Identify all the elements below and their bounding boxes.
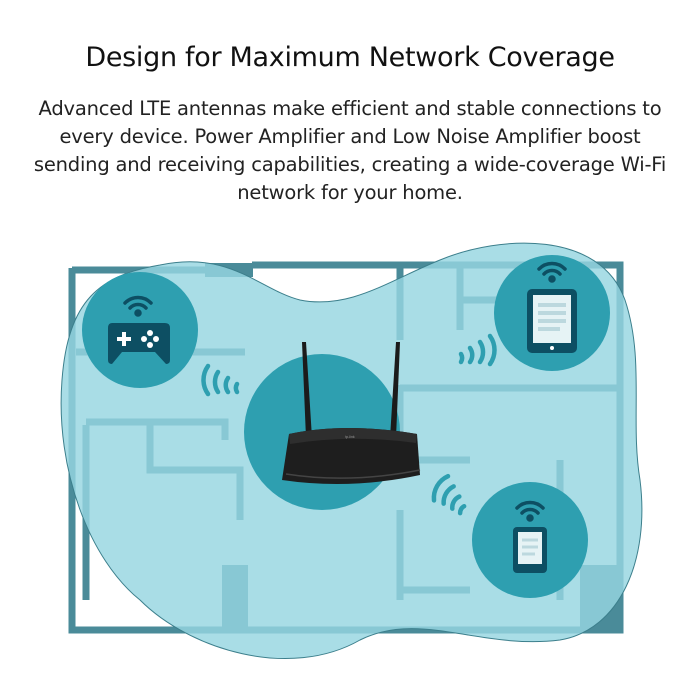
router-image: tp-link [282,342,421,484]
signal-waves-icon [458,333,497,367]
phone-icon [513,527,547,573]
gamepad-icon [108,323,170,364]
router-logo: tp-link [345,435,355,439]
signal-waves-icon [201,363,240,397]
description: Advanced LTE antennas make efficient and… [33,97,667,204]
signal-waves-icon [431,473,467,516]
page-title: Design for Maximum Network Coverage [85,42,615,73]
wifi-icon [123,295,153,317]
wifi-icon [537,261,567,283]
wifi-icon [515,500,545,522]
tablet-icon [527,289,577,353]
